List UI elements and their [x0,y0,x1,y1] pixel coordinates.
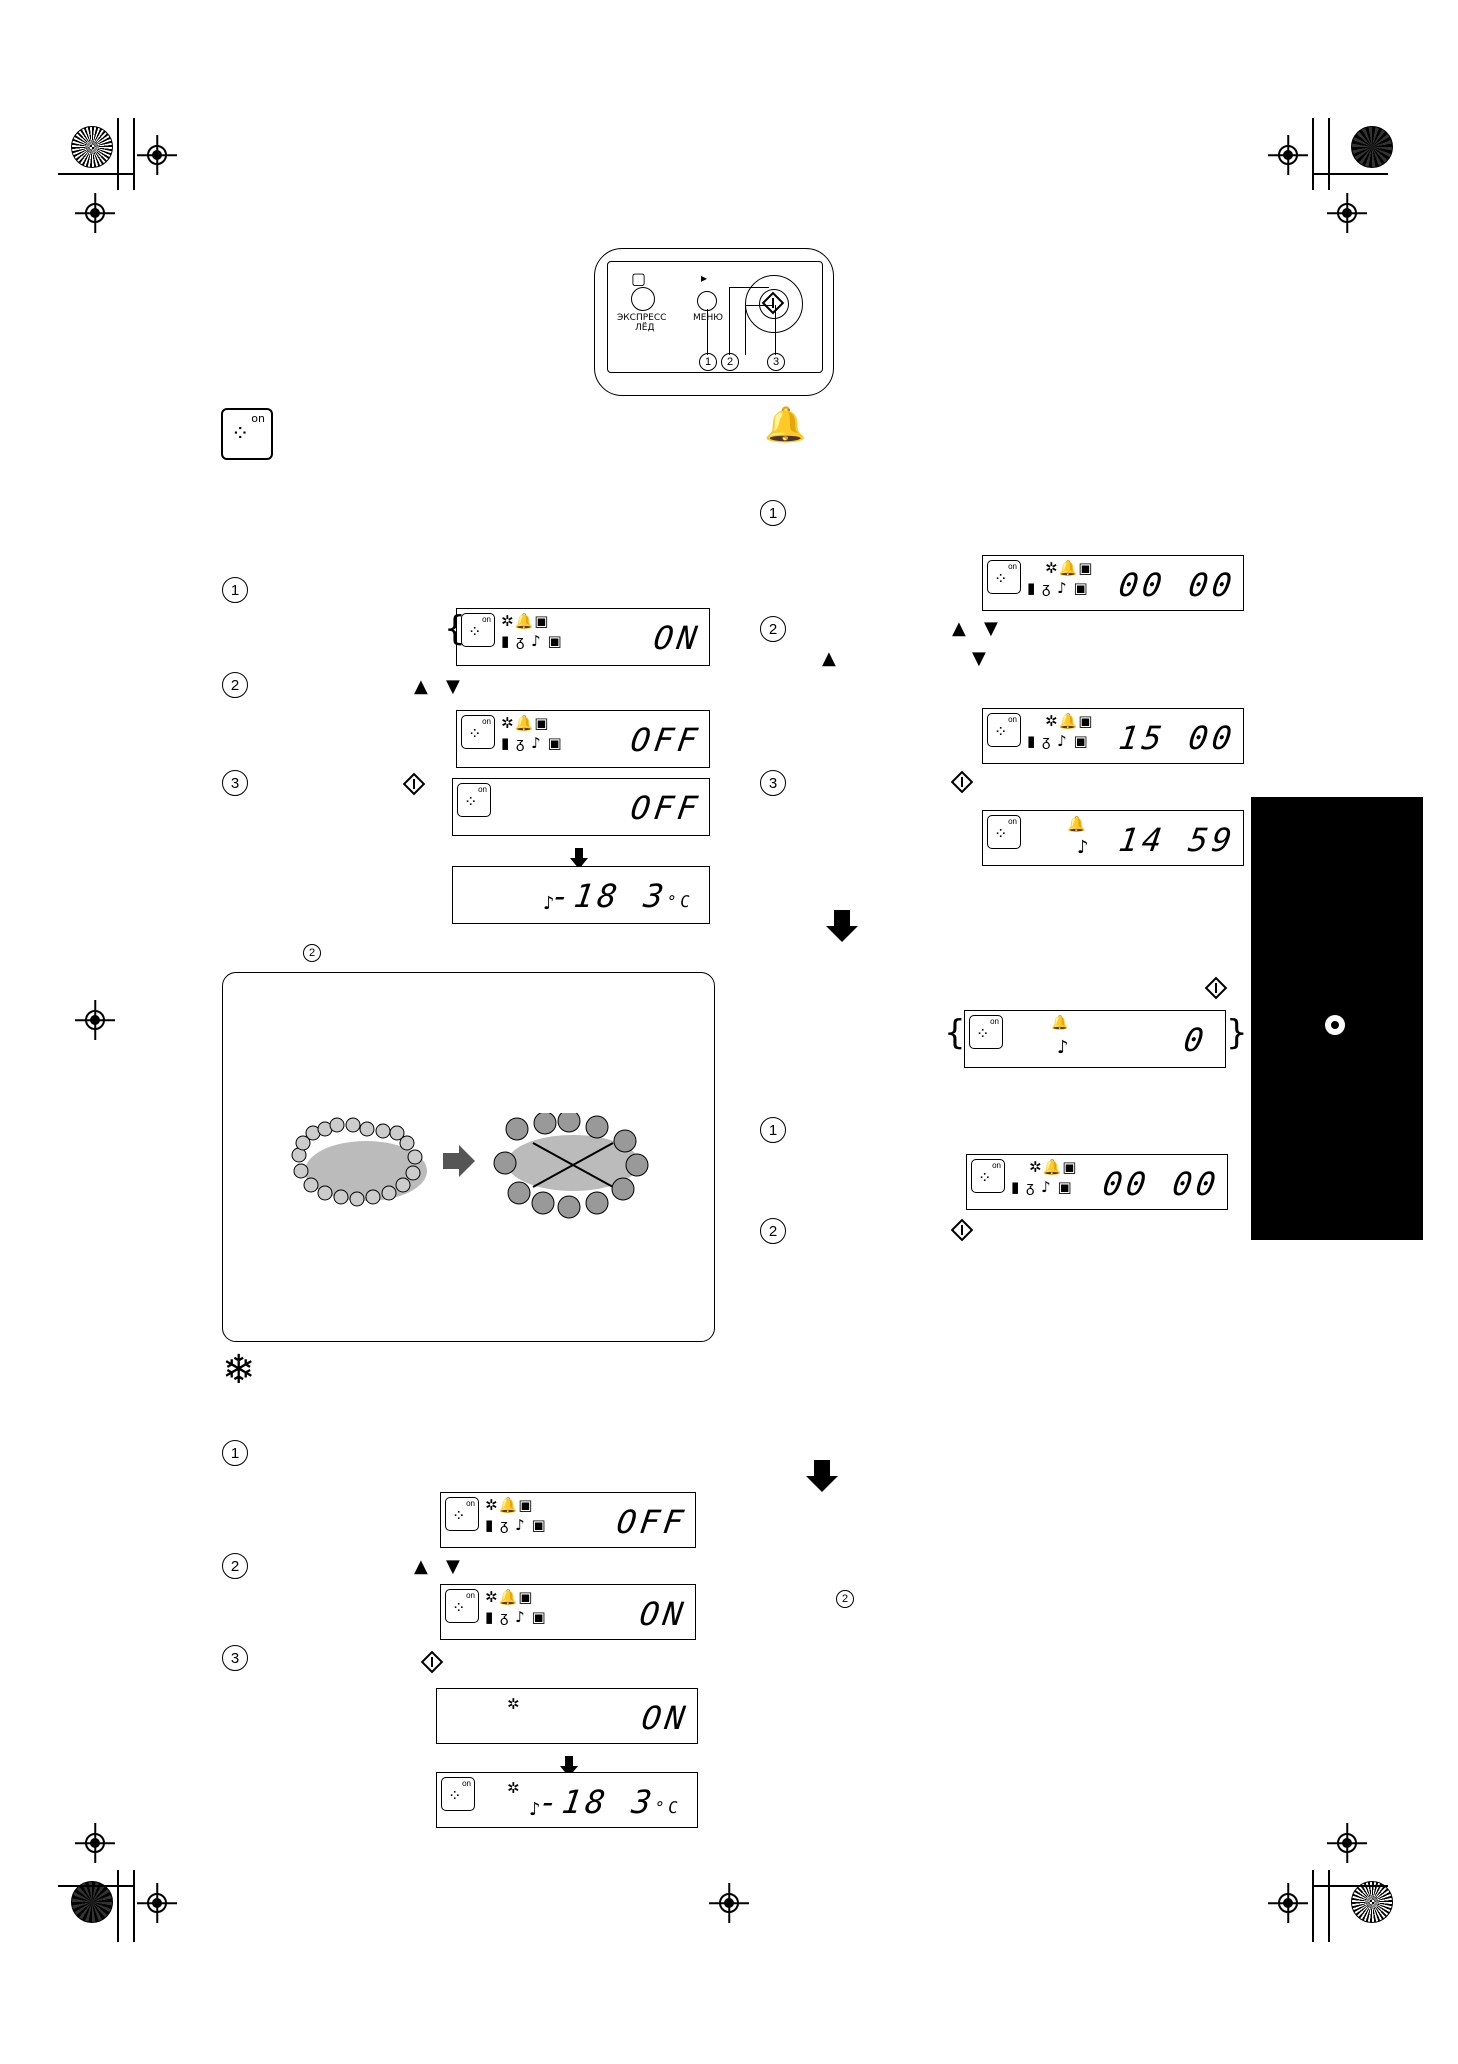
registration-wheel-icon [71,126,113,168]
lcd-display-timer-zero: on⁘ ✲🔔▣ ▮ ᵹ ♪ ▣ 00 00 [982,555,1244,611]
down-arrow-icon: ▼ [972,648,986,669]
alarm-bell-icon: 🔔 [1067,815,1086,833]
up-arrow-icon: ▲ [414,676,428,697]
registration-target-icon [1278,145,1298,165]
navigation-dial[interactable] [745,275,803,333]
set-button-icon [420,1650,444,1674]
step-3: 3 [222,770,248,796]
ion-diagram [291,1113,649,1219]
temperature-unit: °C [665,892,696,911]
lcd-value: 14 59 [1116,821,1238,859]
alarm-bell-icon: 🔔 [1051,1015,1069,1031]
menu-button[interactable] [697,291,717,311]
express-ice-icon: ▢ [631,269,647,288]
down-arrow-icon [806,1460,838,1492]
note-ref: 2 [303,944,321,962]
lcd-value: ON [639,1699,692,1737]
grape-mode-icon: on ⁘ [221,408,273,460]
lcd-display-temperature: on⁘ ✲ ♪ -18 3°C [436,1772,698,1828]
down-arrow-icon [826,910,858,942]
temperature-value: -18 [536,1783,612,1821]
registration-target-icon [85,1833,105,1853]
control-panel-illustration: ▢ ЭКСПРЕСС ЛЁД ▸ МЕНЮ 1 2 3 [594,248,834,396]
registration-target-icon [85,203,105,223]
express-ice-label: ЭКСПРЕСС [617,313,667,323]
snowflake-icon: ✲ [507,1695,520,1713]
set-button-icon [950,1218,974,1242]
snowflake-icon: ❄ [222,1347,256,1393]
express-button[interactable] [631,287,655,311]
lcd-display-on: on⁘ ✲🔔▣ ▮ ᵹ ♪ ▣ ON [440,1584,696,1640]
lcd-display-off: on⁘ ✲🔔▣ ▮ ᵹ ♪ ▣ OFF [440,1492,696,1548]
lcd-display-off: on⁘ ✲🔔▣ ▮ ᵹ ♪ ▣ OFF [456,710,710,768]
registration-target-icon [1337,1833,1357,1853]
registration-wheel-icon [71,1881,113,1923]
snowflake-icon: ✲ [507,1779,520,1797]
up-arrow-icon: ▲ [952,618,966,639]
up-arrow-icon: ▲ [822,648,836,669]
lcd-value: 00 00 [1116,566,1238,604]
lcd-value: ON [651,619,704,657]
express-ice-label2: ЛЁД [635,323,655,333]
grape-icon: ⁘ [231,422,250,447]
lcd-display-on-confirm: ✲ ON [436,1688,698,1744]
music-note-icon: ♪ [1057,1037,1069,1058]
music-note-icon: ♪ [529,1799,541,1820]
lcd-value: 0 [1181,1021,1210,1059]
down-arrow-icon [560,1756,578,1777]
up-arrow-icon: ▲ [414,1556,428,1577]
set-button-icon [950,770,974,794]
registration-target-icon [85,1010,105,1030]
callout-3: 3 [767,353,785,371]
lcd-value: 00 00 [1100,1165,1222,1203]
lcd-display-temperature: ♪ -18 3°C [452,866,710,924]
music-note-icon: ♪ [1077,837,1089,858]
step-1: 1 [222,1440,248,1466]
lcd-display-timer-set: on⁘ ✲🔔▣ ▮ ᵹ ♪ ▣ 15 00 [982,708,1244,764]
registration-wheel-icon [1351,126,1393,168]
lcd-display-alarm-ringing: on⁘ 🔔 ♪ 0 [964,1010,1226,1068]
step-2: 2 [760,616,786,642]
step-2: 2 [760,1218,786,1244]
registration-target-icon [1278,1893,1298,1913]
down-arrow-icon [570,848,588,869]
lcd-display-timer-running: on⁘ 🔔 ♪ 14 59 [982,810,1244,866]
callout-2: 2 [721,353,739,371]
callout-1: 1 [699,353,717,371]
lcd-display-timer-reset: on⁘ ✲🔔▣ ▮ ᵹ ♪ ▣ 00 00 [966,1154,1228,1210]
down-arrow-icon: ▼ [446,676,460,697]
section-tab [1251,797,1423,1240]
note-ref: 2 [836,1590,854,1608]
step-2: 2 [222,1553,248,1579]
step-1: 1 [760,1117,786,1143]
lcd-display-off-confirm: on⁘ OFF [452,778,710,836]
step-2: 2 [222,672,248,698]
step-1: 1 [222,577,248,603]
music-note-icon: ♪ [543,893,555,914]
temperature-unit: °C [653,1798,684,1817]
menu-icon: ▸ [701,271,708,285]
lcd-value: ON [637,1595,690,1633]
registration-target-icon [1337,203,1357,223]
temperature-value: -18 [548,877,624,915]
down-arrow-icon: ▼ [446,1556,460,1577]
registration-target-icon [719,1893,739,1913]
set-button-icon [402,772,426,796]
step-1: 1 [760,500,786,526]
alarm-bell-icon: 🔔 [764,405,807,445]
lcd-value: 15 00 [1116,719,1238,757]
registration-wheel-icon [1351,1881,1393,1923]
lcd-value: OFF [628,789,704,827]
registration-target-icon [147,1893,167,1913]
lcd-value: OFF [614,1503,690,1541]
set-button[interactable] [759,289,789,319]
ion-illustration-panel [222,972,715,1342]
step-3: 3 [222,1645,248,1671]
lcd-value: OFF [628,721,704,759]
registration-target-icon [147,145,167,165]
lcd-display-on: on⁘ ✲🔔▣ ▮ ᵹ ♪ ▣ ON [456,608,710,666]
step-3: 3 [760,770,786,796]
down-arrow-icon: ▼ [984,618,998,639]
set-button-icon [1204,976,1228,1000]
